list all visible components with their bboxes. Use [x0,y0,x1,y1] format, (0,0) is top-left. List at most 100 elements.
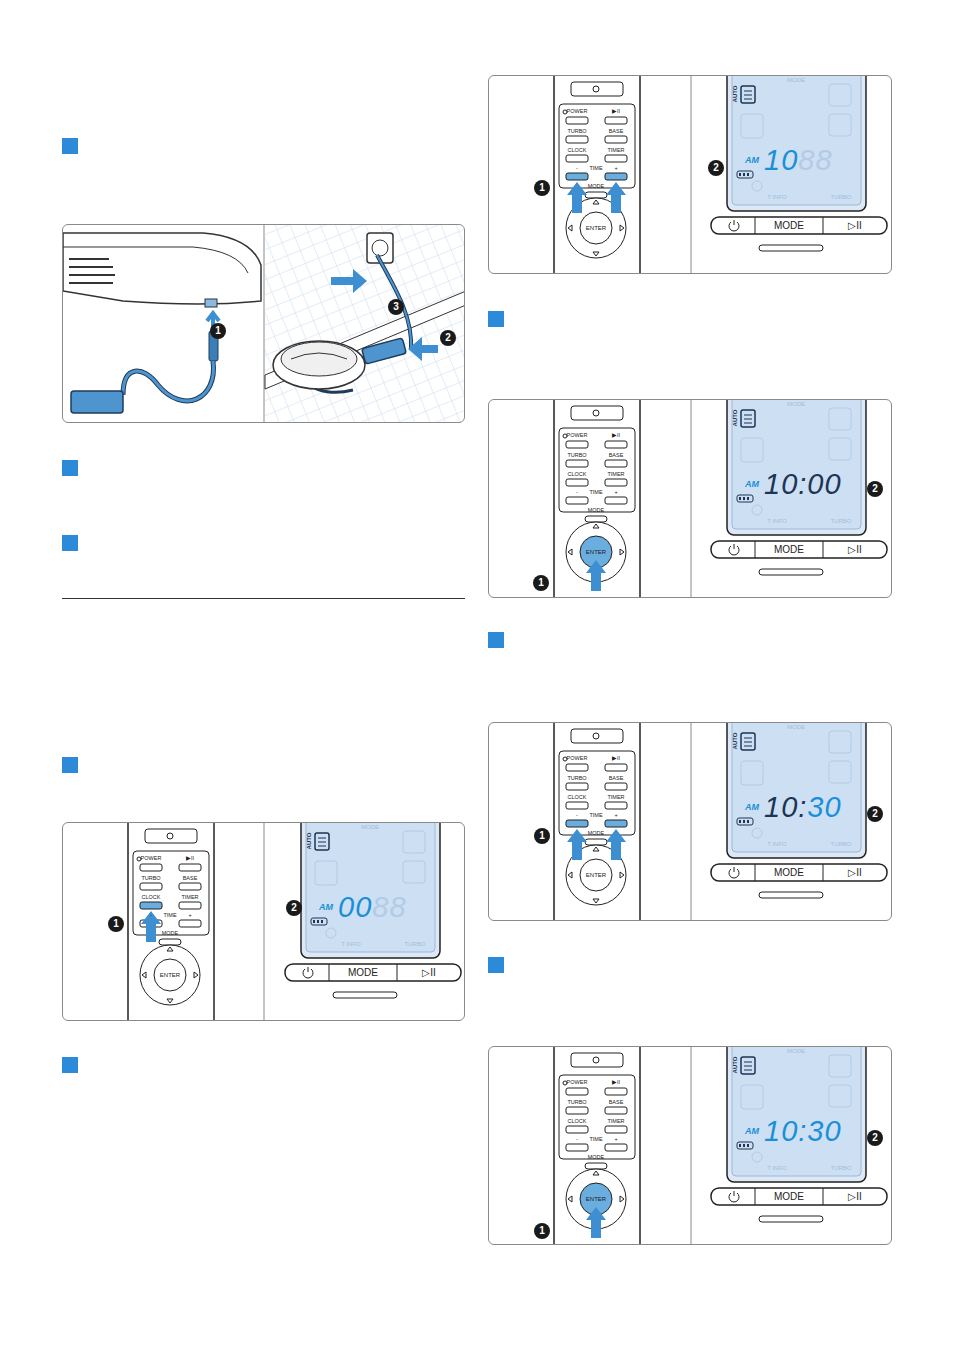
button-label: CLOCK [568,472,587,478]
callout-number: 1 [534,180,550,196]
callout-number: 1 [108,916,124,932]
button-label: TIMER [607,795,624,801]
button-label: POWER [567,109,588,115]
base-button-label: ▷II [848,221,862,231]
callout-number: 3 [388,299,404,315]
button-label: BASE [183,876,198,882]
button-label: POWER [567,433,588,439]
clock-digits: 10:00 [764,470,842,499]
display-label: TURBO [831,518,852,524]
instruction-panel: POWER▶IITURBOBASECLOCKTIMER-TIME+MODEENT… [62,822,465,1021]
button-label: MODE [588,1155,605,1161]
step-marker [488,957,504,973]
button-label: TURBO [141,876,160,882]
display-label: MODE [787,77,805,83]
button-label: - [576,1137,578,1143]
remote-and-display [489,76,892,274]
button-label: ▶II [612,1080,620,1086]
divider [62,598,465,599]
auto-label: AUTO [732,1057,738,1074]
button-label: MODE [588,831,605,837]
callout-number: 2 [286,900,302,916]
base-button-label: ▷II [848,1192,862,1202]
button-label: + [614,813,617,819]
display-label: MODE [787,401,805,407]
button-label: TURBO [567,129,586,135]
auto-label: AUTO [732,733,738,750]
display-label: T INFO [767,841,787,847]
clock-digits: 10:30 [764,1117,842,1146]
clock-digits: 30 [807,793,841,822]
base-button-label: MODE [774,545,804,555]
callout-number: 2 [867,481,883,497]
time-digits: 0088 [338,893,407,922]
callout-number: 2 [708,160,724,176]
am-indicator: AM [745,156,759,165]
button-label: ▶II [612,433,620,439]
am-indicator: AM [319,903,333,912]
time-digits: 10:30 [764,793,842,822]
am-indicator: AM [745,1127,759,1136]
base-button-label: MODE [774,221,804,231]
button-label: TIME [589,1137,602,1143]
step-marker [488,632,504,648]
button-label: TIME [589,166,602,172]
step-marker [62,460,78,476]
button-label: + [188,913,191,919]
button-label: POWER [141,856,162,862]
clock-digits: 10: [764,793,807,822]
button-label: TIME [163,913,176,919]
auto-label: AUTO [732,86,738,103]
button-label: TIMER [607,472,624,478]
display-label: MODE [361,824,379,830]
callout-number: 1 [533,575,549,591]
step-marker [62,138,78,154]
button-label: BASE [609,129,624,135]
base-button-label: MODE [348,968,378,978]
enter-label: ENTER [586,872,606,878]
time-digits: 10:30 [764,1117,842,1146]
enter-label: ENTER [586,225,606,231]
display-label: T INFO [341,941,361,947]
remote-and-display [489,400,892,598]
button-label: CLOCK [568,1119,587,1125]
base-button-label: MODE [774,868,804,878]
button-label: TURBO [567,1100,586,1106]
base-button-label: MODE [774,1192,804,1202]
am-indicator: AM [745,480,759,489]
display-label: TURBO [831,194,852,200]
display-label: TURBO [831,841,852,847]
button-label: TIMER [607,1119,624,1125]
display-label: TURBO [405,941,426,947]
button-label: TURBO [567,453,586,459]
callout-number: 1 [534,828,550,844]
button-label: TIMER [181,895,198,901]
button-label: POWER [567,756,588,762]
clock-digits: 10 [764,146,798,175]
display-label: T INFO [767,518,787,524]
button-label: ▶II [612,756,620,762]
button-label: POWER [567,1080,588,1086]
enter-label: ENTER [586,549,606,555]
clock-digits: 00 [338,893,372,922]
base-button-label: ▷II [848,545,862,555]
step-marker [62,757,78,773]
illustration-panel: 123 [62,224,465,423]
display-label: T INFO [767,194,787,200]
button-label: CLOCK [568,148,587,154]
button-label: MODE [588,508,605,514]
instruction-panel: POWER▶IITURBOBASECLOCKTIMER-TIME+MODEENT… [488,1046,892,1245]
auto-label: AUTO [306,833,312,850]
button-label: TURBO [567,776,586,782]
time-digits: 1088 [764,146,833,175]
instruction-panel: POWER▶IITURBOBASECLOCKTIMER-TIME+MODEENT… [488,399,892,598]
button-label: ▶II [186,856,194,862]
remote-and-display [489,723,892,921]
button-label: - [150,913,152,919]
clock-digits: 88 [372,893,406,922]
callout-number: 2 [440,330,456,346]
button-label: MODE [588,184,605,190]
display-label: TURBO [831,1165,852,1171]
button-label: MODE [162,931,179,937]
